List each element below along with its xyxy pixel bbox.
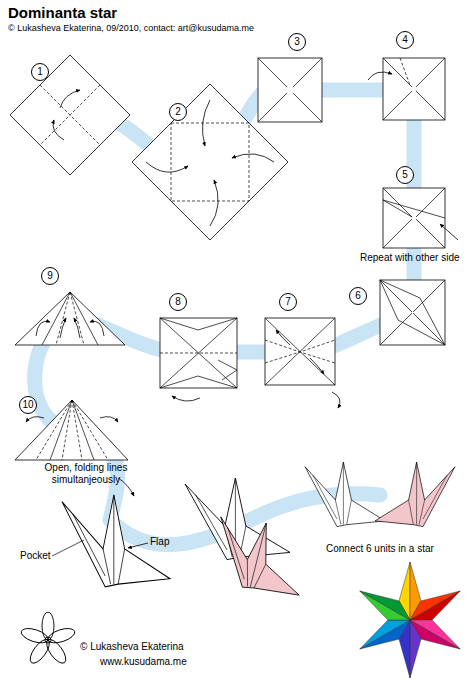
part-label: Pocket <box>20 550 51 562</box>
step-number-text: 10 <box>22 400 33 410</box>
star-model <box>360 562 460 678</box>
instruction-note: Open, folding lines simultanjeously <box>30 462 142 485</box>
step-number: 4 <box>396 31 414 49</box>
step-figure <box>258 58 322 122</box>
step-number: 9 <box>41 267 59 285</box>
step-number-text: 6 <box>355 291 361 301</box>
origami-unit <box>305 462 455 527</box>
step-number: 1 <box>31 63 49 81</box>
step-number: 5 <box>396 166 414 184</box>
origami-unit <box>52 495 170 587</box>
step-number-text: 4 <box>402 35 408 45</box>
step-number-text: 8 <box>175 297 181 307</box>
step-figure <box>380 280 445 345</box>
step-number-text: 1 <box>37 67 43 77</box>
part-label: Flap <box>150 536 169 548</box>
step-number-text: 2 <box>175 107 181 117</box>
flower-logo <box>20 612 77 666</box>
step-figure <box>383 188 458 248</box>
step-number: 2 <box>169 103 187 121</box>
author-credit: © Lukasheva Ekaterina <box>80 641 184 653</box>
diagram-title: Dominanta star <box>8 4 117 21</box>
origami-unit <box>185 478 314 601</box>
step-figure <box>10 55 130 175</box>
step-number: 3 <box>288 33 306 51</box>
step-figure <box>368 58 445 120</box>
step-number-text: 5 <box>402 170 408 180</box>
step-figure <box>160 318 237 401</box>
step-number-text: 9 <box>47 271 53 281</box>
step-number-text: 7 <box>285 297 291 307</box>
copyright-line: © Lukasheva Ekaterina, 09/2010, contact:… <box>8 23 254 33</box>
step-number: 10 <box>19 396 37 414</box>
instruction-note: Connect 6 units in a star <box>326 543 434 555</box>
instruction-note: Repeat with other side <box>360 252 460 264</box>
step-number: 7 <box>279 293 297 311</box>
website-url: www.kusudama.me <box>100 656 187 668</box>
step-number: 6 <box>349 287 367 305</box>
step-number: 8 <box>169 293 187 311</box>
step-figure <box>15 292 125 345</box>
step-number-text: 3 <box>294 37 300 47</box>
step-figure <box>265 318 340 408</box>
